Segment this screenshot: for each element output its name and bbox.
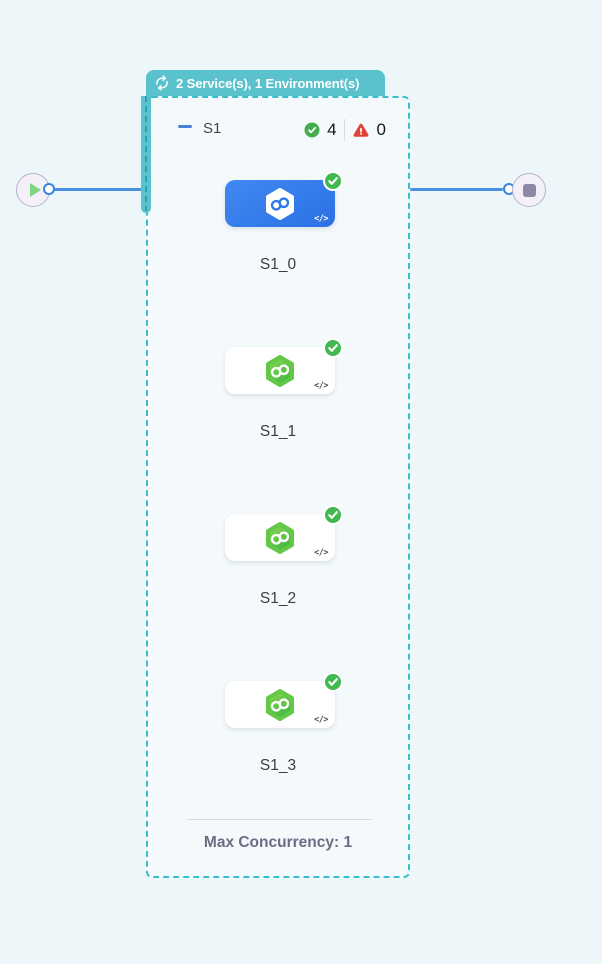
code-icon: </> [314,548,328,558]
node-success-badge-icon [322,504,344,526]
end-node [512,173,546,207]
success-count: 4 [327,120,337,139]
warning-triangle-icon [353,123,368,137]
stage-name: S1 [203,120,222,137]
service-node-card[interactable]: </> [225,505,343,561]
service-hexagon-icon [266,688,294,721]
play-icon [29,183,41,197]
status-counts: 4 0 [304,117,386,143]
node-label: S1_1 [259,423,297,440]
footer-divider [187,819,372,820]
node-success-badge-icon [322,170,344,192]
max-concurrency-label: Max Concurrency: 1 [203,834,353,851]
start-port [43,183,55,195]
node-success-badge-icon [322,671,344,693]
failure-count: 0 [376,120,386,139]
success-check-icon [304,122,320,138]
service-hexagon-icon [266,354,294,387]
stage-group-container: S1 4 0 [146,96,410,878]
services-environments-badge[interactable]: 2 Service(s), 1 Environment(s) [146,70,385,96]
node-success-badge-icon [322,337,344,359]
code-icon: </> [314,214,328,224]
code-icon: </> [314,715,328,725]
loop-edge-strip [141,96,151,213]
node-label: S1_3 [259,757,297,774]
loop-icon [156,75,168,91]
edge-start-to-stage [54,188,146,191]
service-hexagon-icon [266,187,294,220]
badge-label: 2 Service(s), 1 Environment(s) [176,75,360,91]
node-label: S1_2 [259,590,297,607]
service-node-card[interactable]: </> [225,672,343,728]
node-label: S1_0 [259,256,297,273]
stop-icon [522,183,536,197]
edge-stage-to-end [410,188,503,191]
service-hexagon-icon [266,521,294,554]
service-node-card[interactable]: </> [225,338,343,394]
count-divider [343,119,345,141]
code-icon: </> [314,381,328,391]
service-node-card[interactable]: </> [225,171,343,227]
collapse-minus-icon[interactable] [178,125,192,128]
